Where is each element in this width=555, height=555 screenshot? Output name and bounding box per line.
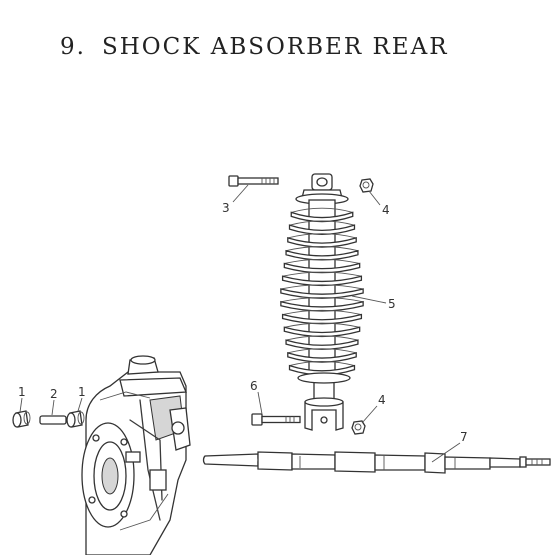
- callout-1: 1: [18, 385, 26, 399]
- callout-3: 3: [222, 201, 230, 215]
- callout-4: 4: [382, 203, 390, 217]
- shock-absorber-part[interactable]: [280, 173, 364, 431]
- callout-5: 5: [388, 297, 396, 311]
- callout-6: 6: [250, 379, 258, 393]
- leader-lines: [19, 184, 461, 463]
- lower-nut-part[interactable]: [351, 420, 366, 435]
- callout-4: 4: [378, 393, 386, 407]
- gearbox-housing: [81, 355, 191, 555]
- upper-nut-part[interactable]: [359, 178, 374, 193]
- title-number: 9.: [60, 34, 86, 60]
- title-text: SHOCK ABSORBER REAR: [101, 34, 449, 60]
- callout-2: 2: [50, 387, 58, 401]
- lower-bolt-part[interactable]: [251, 413, 301, 426]
- bushing-part-right[interactable]: [66, 410, 85, 428]
- upper-bolt-part[interactable]: [228, 175, 279, 187]
- callout-1: 1: [78, 385, 86, 399]
- callout-7: 7: [460, 430, 468, 444]
- page-title: 9. SHOCK ABSORBER REAR: [60, 34, 449, 60]
- pin-part[interactable]: [39, 415, 67, 425]
- bushing-part-left[interactable]: [12, 410, 31, 428]
- axle-shaft-part[interactable]: [202, 451, 551, 474]
